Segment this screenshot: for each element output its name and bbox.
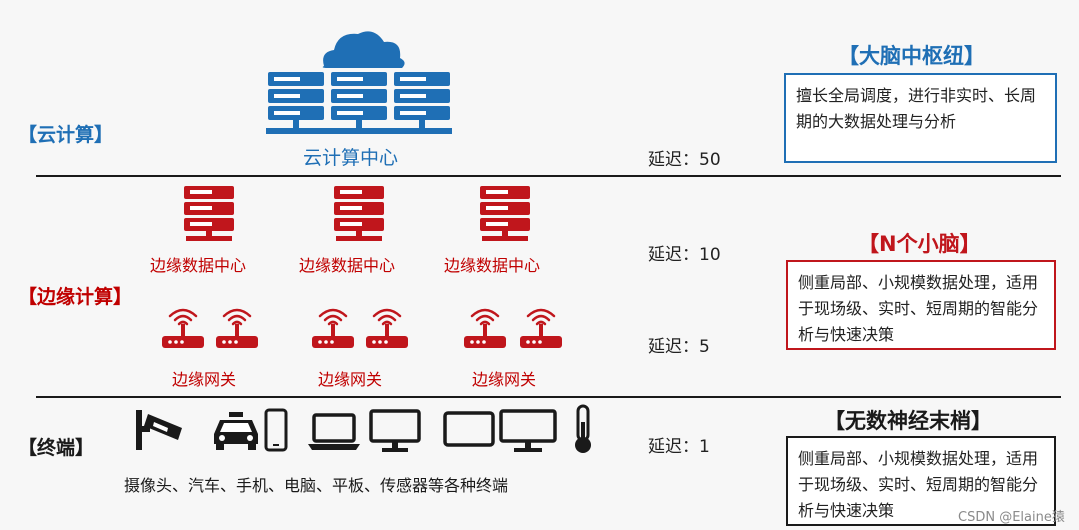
edge-datacenter-label: 边缘数据中心 [444,256,541,275]
edge-gateway-label: 边缘网关 [472,370,537,389]
edge-gateway-delay: 延迟：5 [648,337,710,357]
cloud-description-box: 擅长全局调度，进行非实时、长周期的大数据处理与分析 [784,73,1057,163]
thermometer-icon [575,404,591,453]
terminal-delay: 延迟：1 [648,437,710,457]
tablet-icon [443,411,495,447]
cloud-center-label: 云计算中心 [303,147,399,169]
camera-icon [136,410,182,450]
terminal-tier-label: 【终端】 [18,437,95,459]
tier-divider-bottom [36,396,1061,398]
edge-gateway-label: 边缘网关 [172,370,237,389]
phone-icon [264,408,288,452]
edge-datacenter-label: 边缘数据中心 [299,256,396,275]
monitor-icon [369,409,421,452]
cloud-delay: 延迟：50 [648,150,721,170]
terminal-role-title: 【无数神经末梢】 [824,409,992,433]
router-icon [312,308,354,348]
cloud-tier-label: 【云计算】 [18,124,114,146]
edge-server-icon [480,186,530,241]
cloud-role-title: 【大脑中枢纽】 [838,44,985,68]
edge-description-box: 侧重局部、小规模数据处理，适用于现场级、实时、短周期的智能分析与快速决策 [786,260,1056,350]
edge-datacenter-delay: 延迟：10 [648,245,721,265]
edge-tier-label: 【边缘计算】 [18,286,133,308]
terminal-description-box: 侧重局部、小规模数据处理，适用于现场级、实时、短周期的智能分析与快速决策 [786,436,1056,526]
router-icon [216,308,258,348]
car-icon [214,412,258,450]
watermark: CSDN @Elaine猿 [958,510,1065,525]
edge-role-title: 【N个小脑】 [858,232,981,256]
edge-gateway-label: 边缘网关 [318,370,383,389]
laptop-icon [308,413,360,450]
edge-server-icon [184,186,234,241]
router-icon [464,308,506,348]
edge-server-icon [334,186,384,241]
router-icon [520,308,562,348]
monitor-icon [499,409,557,452]
router-icon [366,308,408,348]
tier-divider-top [36,175,1061,177]
router-icon [162,308,204,348]
devices-caption: 摄像头、汽车、手机、电脑、平板、传感器等各种终端 [124,476,509,495]
cloud-datacenter-icon [266,31,452,134]
edge-datacenter-label: 边缘数据中心 [150,256,247,275]
